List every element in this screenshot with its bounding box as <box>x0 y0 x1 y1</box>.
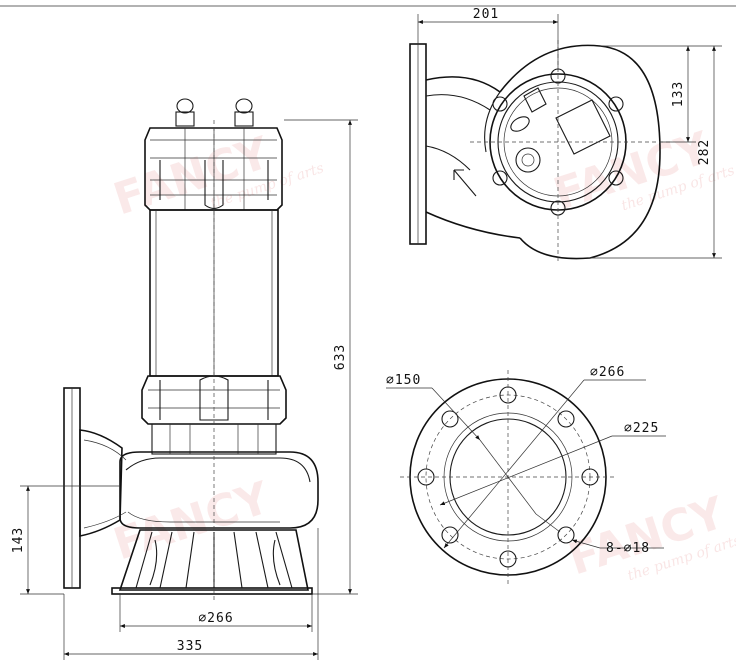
dim-top-offset: 133 <box>600 45 696 143</box>
dim-flange-od-label: ⌀266 <box>590 365 625 380</box>
pump-top-view <box>409 40 670 262</box>
dim-overall-width-label: 335 <box>177 639 203 654</box>
dim-lower-depth: 143 <box>11 485 120 595</box>
flange-view <box>386 370 666 584</box>
pump-side-view <box>63 98 319 600</box>
dim-overall-width: 335 <box>63 528 319 660</box>
dim-base-diameter: ⌀266 <box>119 594 313 632</box>
dim-lower-depth-label: 143 <box>11 527 26 553</box>
dim-bolt-holes-label: 8-⌀18 <box>606 541 650 556</box>
dim-bolt-circle-label: ⌀225 <box>624 421 659 436</box>
dim-top-width: 201 <box>417 7 559 70</box>
dim-top-offset-label: 133 <box>671 81 686 107</box>
dim-overall-height-label: 633 <box>333 344 348 370</box>
dim-top-height-label: 282 <box>697 139 712 165</box>
dim-overall-height: 633 <box>284 119 358 595</box>
watermark-brand-3: FANCY <box>108 472 277 570</box>
dim-top-height: 282 <box>590 45 722 259</box>
dim-top-width-label: 201 <box>473 7 499 22</box>
watermark-group: FANCY the pump of arts FANCY the pump of… <box>108 122 736 585</box>
dim-base-diameter-label: ⌀266 <box>198 611 233 626</box>
dim-flange-bore-label: ⌀150 <box>386 373 421 388</box>
